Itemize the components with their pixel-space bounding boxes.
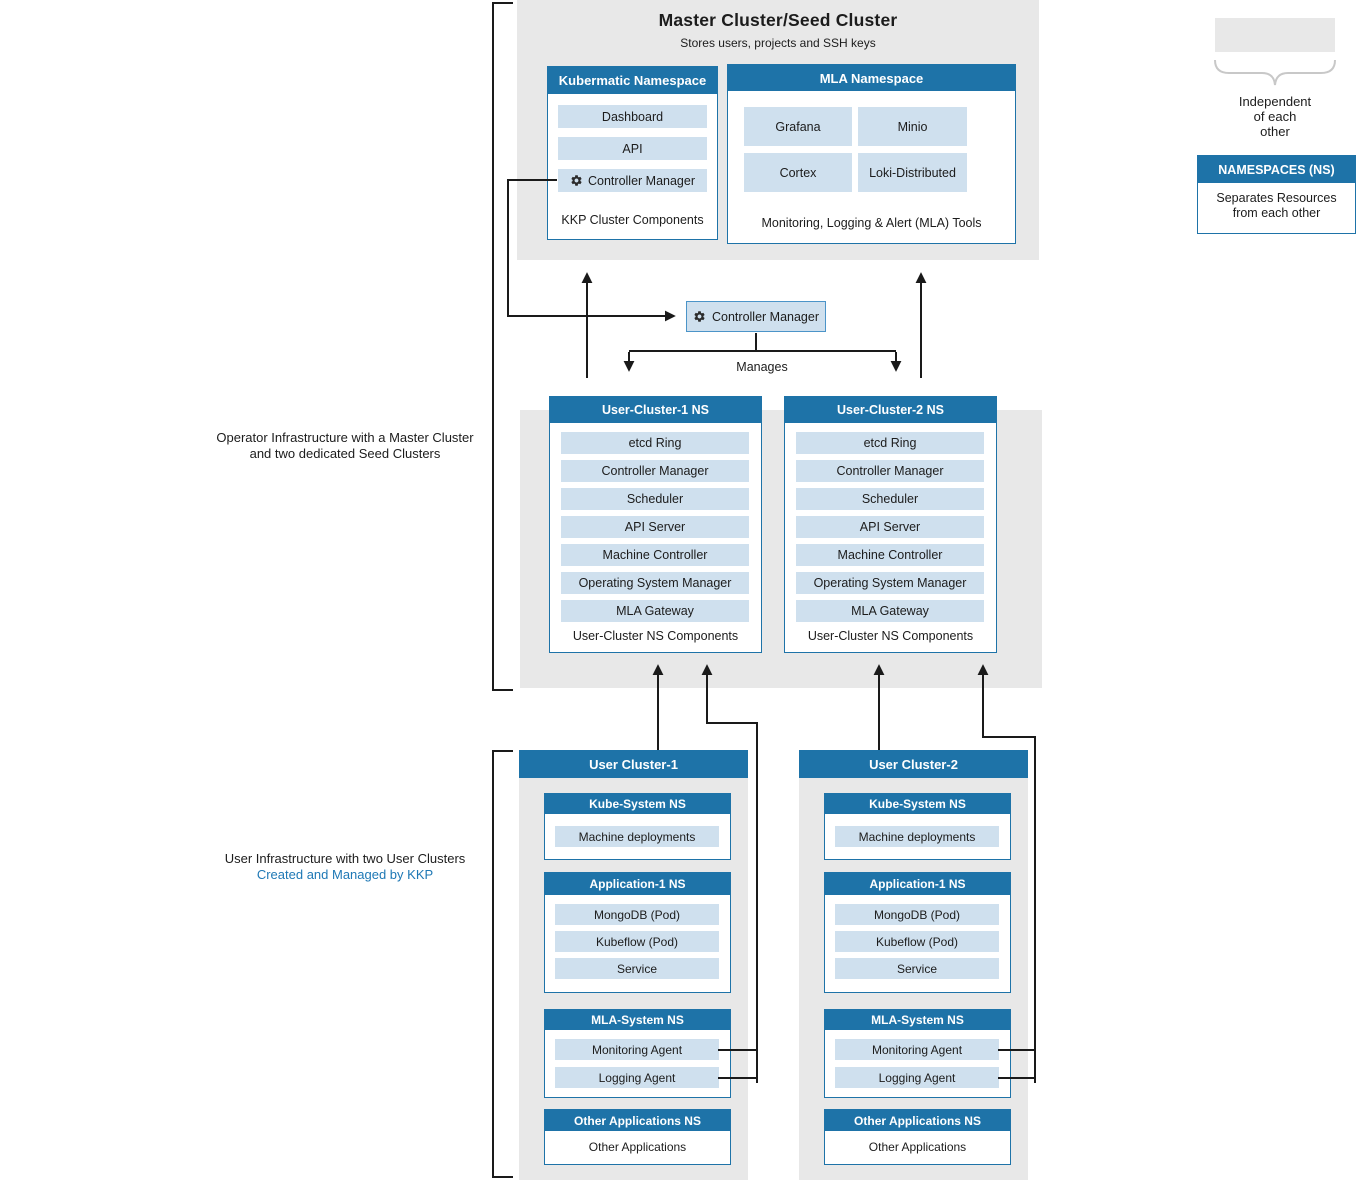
user-bracket xyxy=(492,750,513,1178)
user-cluster-ns-footer: User-Cluster NS Components xyxy=(572,629,739,643)
controller-manager-float-label: Controller Manager xyxy=(712,309,819,324)
controller-manager-cell: Controller Manager xyxy=(796,460,984,482)
user-cluster-1-ns-box: User-Cluster-1 NS etcd Ring Controller M… xyxy=(549,396,762,653)
etcd-ring-cell: etcd Ring xyxy=(561,432,749,454)
mla-gateway-cell: MLA Gateway xyxy=(796,600,984,622)
controller-manager-label: Controller Manager xyxy=(588,173,695,188)
operator-bracket xyxy=(492,2,513,691)
gear-icon xyxy=(693,310,706,323)
kubermatic-footer: KKP Cluster Components xyxy=(561,213,704,227)
user-cluster-1-ns-header: User-Cluster-1 NS xyxy=(550,397,761,423)
mla-namespace-header: MLA Namespace xyxy=(728,65,1015,91)
machine-deployments-cell: Machine deployments xyxy=(835,826,999,847)
minio-cell: Minio xyxy=(858,107,967,146)
mla-gateway-cell: MLA Gateway xyxy=(561,600,749,622)
master-title: Master Cluster/Seed Cluster xyxy=(658,10,898,30)
api-cell: API xyxy=(558,137,707,160)
application-1-ns-header: Application-1 NS xyxy=(545,873,730,895)
kube-system-ns-header: Kube-System NS xyxy=(545,794,730,814)
legend-brace xyxy=(1214,59,1336,86)
grafana-cell: Grafana xyxy=(744,107,852,146)
created-managed-by-kkp-label: Created and Managed by KKP xyxy=(256,867,434,882)
user-cluster-ns-footer: User-Cluster NS Components xyxy=(807,629,974,643)
user-cluster-2-ns-header: User-Cluster-2 NS xyxy=(785,397,996,423)
loki-distributed-cell: Loki-Distributed xyxy=(858,153,967,192)
logging-agent-cell: Logging Agent xyxy=(835,1067,999,1088)
other-applications-ns-header: Other Applications NS xyxy=(545,1110,730,1131)
kubeflow-pod-cell: Kubeflow (Pod) xyxy=(555,931,719,952)
namespaces-legend-body: Separates Resources from each other xyxy=(1216,191,1337,220)
user-cluster-2-ns-box: User-Cluster-2 NS etcd Ring Controller M… xyxy=(784,396,997,653)
other-applications-ns-header: Other Applications NS xyxy=(825,1110,1010,1131)
user-cluster-2-header: User Cluster-2 xyxy=(799,750,1028,778)
namespaces-legend-box: NAMESPACES (NS) Separates Resources from… xyxy=(1197,155,1356,234)
controller-manager-cell: Controller Manager xyxy=(561,460,749,482)
legend-independent-label: Independent of each other xyxy=(1238,94,1312,139)
mongodb-pod-cell: MongoDB (Pod) xyxy=(555,904,719,925)
mla-system-ns-box: MLA-System NS Monitoring Agent Logging A… xyxy=(824,1009,1011,1098)
operating-system-manager-cell: Operating System Manager xyxy=(796,572,984,594)
monitoring-agent-cell: Monitoring Agent xyxy=(835,1039,999,1060)
etcd-ring-cell: etcd Ring xyxy=(796,432,984,454)
controller-manager-float-box: Controller Manager xyxy=(686,301,826,332)
machine-controller-cell: Machine Controller xyxy=(561,544,749,566)
user-infrastructure-label: User Infrastructure with two User Cluste… xyxy=(180,851,510,883)
master-subtitle: Stores users, projects and SSH keys xyxy=(680,36,876,50)
user-cluster-1-box: User Cluster-1 Kube-System NS Machine de… xyxy=(519,750,748,1180)
api-server-cell: API Server xyxy=(561,516,749,538)
kube-system-ns-header: Kube-System NS xyxy=(825,794,1010,814)
controller-manager-cell: Controller Manager xyxy=(558,169,707,192)
mla-system-ns-box: MLA-System NS Monitoring Agent Logging A… xyxy=(544,1009,731,1098)
gear-icon xyxy=(570,174,583,187)
mla-system-ns-header: MLA-System NS xyxy=(545,1010,730,1030)
kube-system-ns-box: Kube-System NS Machine deployments xyxy=(544,793,731,860)
manages-t-line xyxy=(629,333,896,352)
legend-gray-swatch xyxy=(1215,18,1335,52)
mla-namespace-box: MLA Namespace Grafana Minio Cortex Loki-… xyxy=(727,64,1016,244)
machine-deployments-cell: Machine deployments xyxy=(555,826,719,847)
other-applications-cell: Other Applications xyxy=(545,1134,730,1160)
machine-controller-cell: Machine Controller xyxy=(796,544,984,566)
mla-footer: Monitoring, Logging & Alert (MLA) Tools xyxy=(761,216,982,230)
scheduler-cell: Scheduler xyxy=(796,488,984,510)
manages-label: Manages xyxy=(736,360,788,374)
other-applications-ns-box: Other Applications NS Other Applications xyxy=(824,1109,1011,1165)
user-cluster-2-box: User Cluster-2 Kube-System NS Machine de… xyxy=(799,750,1028,1180)
service-cell: Service xyxy=(835,958,999,979)
application-1-ns-box: Application-1 NS MongoDB (Pod) Kubeflow … xyxy=(544,872,731,993)
application-1-ns-header: Application-1 NS xyxy=(825,873,1010,895)
kubermatic-namespace-box: Kubermatic Namespace Dashboard API Contr… xyxy=(547,66,718,240)
kubermatic-namespace-header: Kubermatic Namespace xyxy=(548,67,717,94)
scheduler-cell: Scheduler xyxy=(561,488,749,510)
operator-infrastructure-label: Operator Infrastructure with a Master Cl… xyxy=(216,430,474,461)
cortex-cell: Cortex xyxy=(744,153,852,192)
api-server-cell: API Server xyxy=(796,516,984,538)
mla-system-ns-header: MLA-System NS xyxy=(825,1010,1010,1030)
other-applications-cell: Other Applications xyxy=(825,1134,1010,1160)
service-cell: Service xyxy=(555,958,719,979)
mongodb-pod-cell: MongoDB (Pod) xyxy=(835,904,999,925)
logging-agent-cell: Logging Agent xyxy=(555,1067,719,1088)
other-applications-ns-box: Other Applications NS Other Applications xyxy=(544,1109,731,1165)
user-cluster-1-header: User Cluster-1 xyxy=(519,750,748,778)
monitoring-agent-cell: Monitoring Agent xyxy=(555,1039,719,1060)
namespaces-legend-header: NAMESPACES (NS) xyxy=(1198,156,1355,183)
operating-system-manager-cell: Operating System Manager xyxy=(561,572,749,594)
kube-system-ns-box: Kube-System NS Machine deployments xyxy=(824,793,1011,860)
dashboard-cell: Dashboard xyxy=(558,105,707,128)
kubeflow-pod-cell: Kubeflow (Pod) xyxy=(835,931,999,952)
application-1-ns-box: Application-1 NS MongoDB (Pod) Kubeflow … xyxy=(824,872,1011,993)
